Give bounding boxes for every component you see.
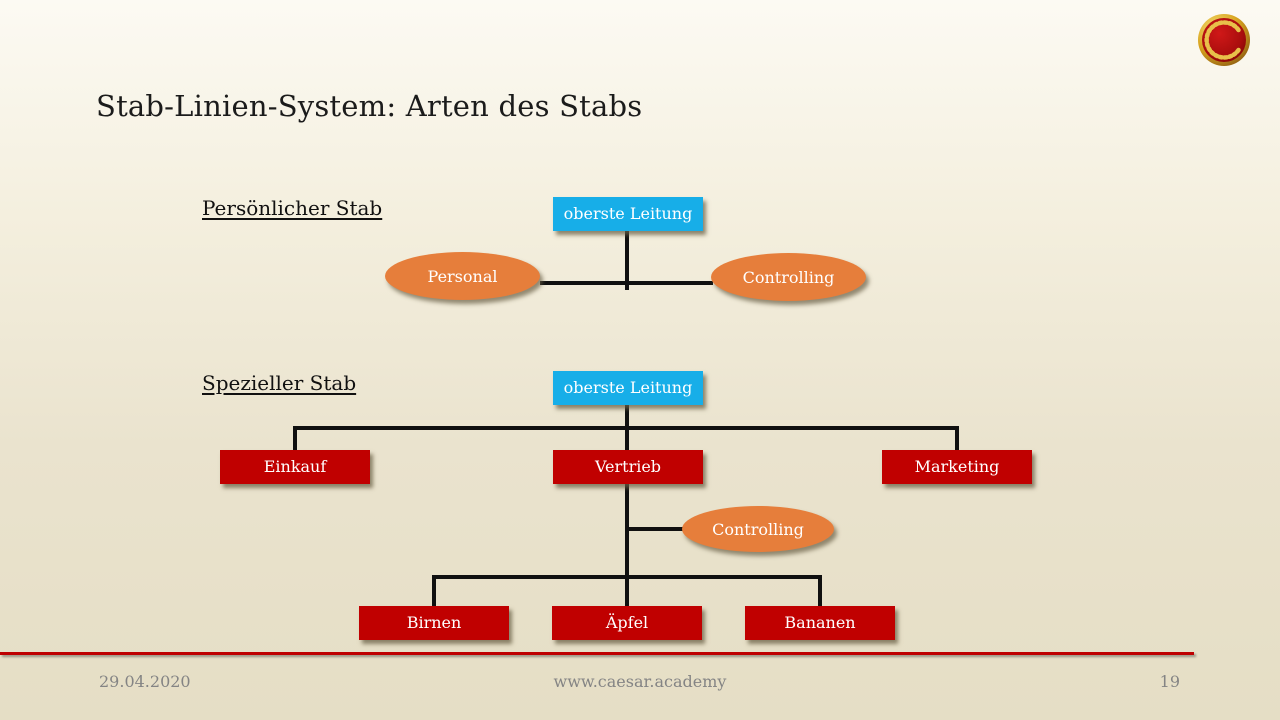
org-box-birnen: Birnen <box>359 606 509 640</box>
org-box-einkauf: Einkauf <box>220 450 370 484</box>
connector-d1-horizontal <box>540 281 713 285</box>
staff-ellipse-controlling-2: Controlling <box>682 506 834 552</box>
org-box-aepfel: Äpfel <box>552 606 702 640</box>
connector-d1-vertical <box>625 231 629 290</box>
connector-d2-controlling-branch <box>627 527 684 531</box>
staff-ellipse-personal: Personal <box>385 252 540 300</box>
slide-title: Stab-Linien-System: Arten des Stabs <box>96 89 643 123</box>
org-box-bananen: Bananen <box>745 606 895 640</box>
org-box-vertrieb: Vertrieb <box>553 450 703 484</box>
footer-date: 29.04.2020 <box>99 672 191 691</box>
org-box-oberste-leitung-1: oberste Leitung <box>553 197 703 231</box>
connector-d2-vertrieb-vertical <box>625 484 629 607</box>
org-box-marketing: Marketing <box>882 450 1032 484</box>
org-box-oberste-leitung-2: oberste Leitung <box>553 371 703 405</box>
connector-d2-top-horizontal <box>293 426 959 430</box>
connector-d2-drop-marketing <box>955 426 959 450</box>
footer-divider-line <box>0 652 1194 655</box>
connector-d2-drop-birnen <box>432 575 436 607</box>
connector-d2-drop-einkauf <box>293 426 297 450</box>
caesar-academy-logo-icon <box>1197 13 1251 67</box>
connector-d2-drop-bananen <box>818 575 822 607</box>
section-heading-spezieller-stab: Spezieller Stab <box>202 371 357 395</box>
connector-d2-bottom-horizontal <box>432 575 822 579</box>
footer-website: www.caesar.academy <box>553 672 727 691</box>
footer-page-number: 19 <box>1159 672 1180 691</box>
staff-ellipse-controlling-1: Controlling <box>711 253 866 301</box>
section-heading-persoenlicher-stab: Persönlicher Stab <box>202 196 383 220</box>
